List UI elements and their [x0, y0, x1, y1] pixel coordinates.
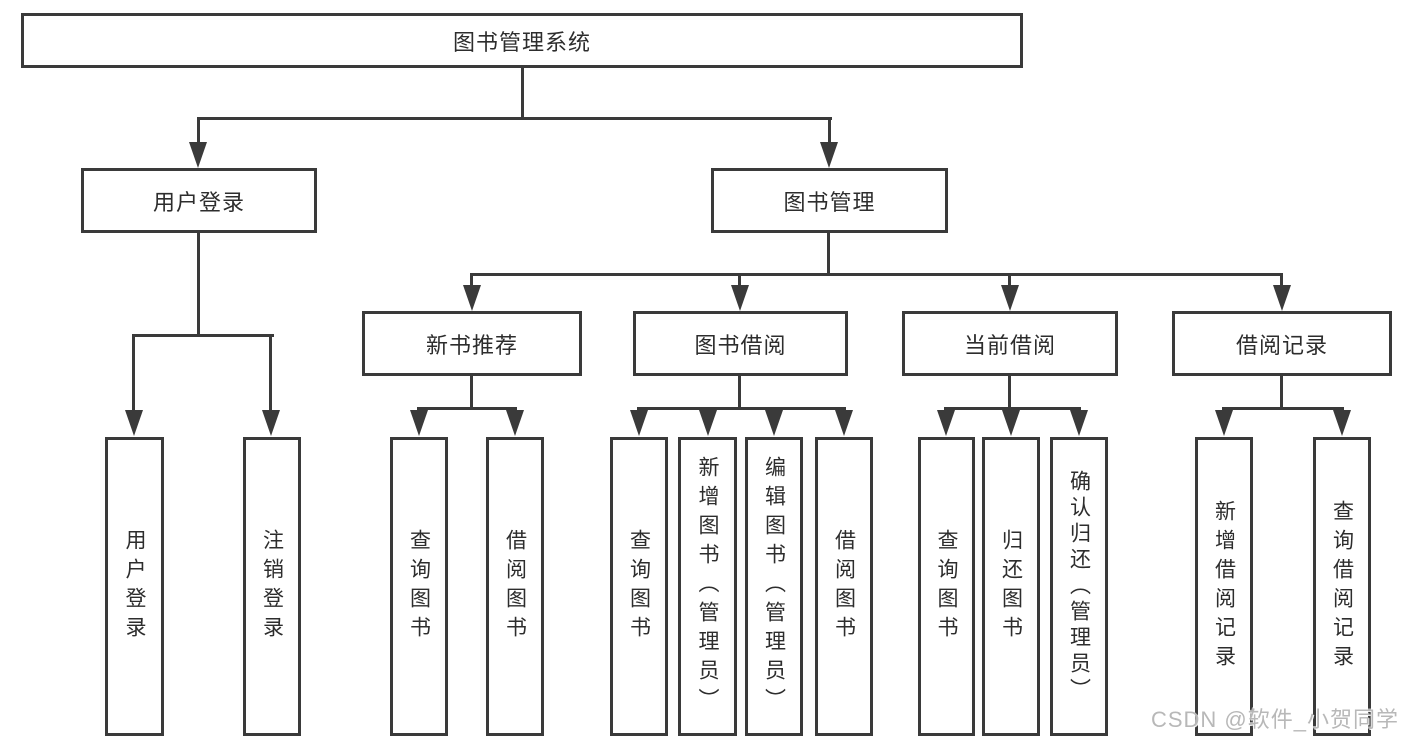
leaf-query-books-current: 查询图书 [918, 437, 975, 736]
node-book-management: 图书管理 [711, 168, 948, 233]
connector-newbooks-trunk [470, 374, 473, 410]
leaf-query-books-borrow: 查询图书 [610, 437, 668, 736]
connector-currentborrow-shaft [1008, 273, 1011, 287]
leaf-logout: 注销登录 [243, 437, 301, 736]
arrow-down-icon [506, 410, 524, 436]
leaf-label: 归还图书 [999, 528, 1023, 645]
arrow-down-icon [1333, 410, 1351, 436]
node-label: 图书借阅 [694, 332, 787, 358]
connector-newbooks-hbar [417, 407, 517, 410]
connector-bookborrow-hbar [637, 407, 846, 410]
node-book-borrowing: 图书借阅 [633, 311, 848, 376]
node-label: 用户登录 [152, 189, 245, 215]
node-library-management-system: 图书管理系统 [21, 13, 1023, 68]
arrow-down-icon [765, 410, 783, 436]
connector-bookborrow-trunk [738, 374, 741, 410]
connector-bookborrow-shaft [738, 273, 741, 287]
node-label: 图书管理系统 [452, 29, 591, 55]
arrow-down-icon [937, 410, 955, 436]
connector-currentborrow-trunk [1008, 374, 1011, 410]
connector-newbooks-shaft [470, 273, 473, 287]
arrow-down-icon [820, 142, 838, 168]
arrow-down-icon [262, 410, 280, 436]
connector-root-hbar [197, 117, 832, 120]
csdn-watermark: CSDN @软件_小贺同学 [1150, 707, 1399, 732]
arrow-down-icon [1215, 410, 1233, 436]
leaf-label: 确认归还（管理员） [1067, 469, 1091, 704]
arrow-down-icon [699, 410, 717, 436]
node-current-borrowing: 当前借阅 [902, 311, 1118, 376]
node-label: 借阅记录 [1235, 332, 1328, 358]
leaf-label: 用户登录 [123, 528, 146, 645]
node-user-login: 用户登录 [81, 168, 317, 233]
leaf-add-books-admin: 新增图书（管理员） [678, 437, 737, 736]
arrow-down-icon [1001, 285, 1019, 311]
leaf-label: 新增借阅记录 [1212, 499, 1236, 674]
leaf-confirm-return-admin: 确认归还（管理员） [1050, 437, 1108, 736]
connector-login-trunk [197, 230, 200, 337]
arrow-down-icon [125, 410, 143, 436]
arrow-down-icon [463, 285, 481, 311]
connector-records-hbar [1222, 407, 1344, 410]
arrow-down-icon [835, 410, 853, 436]
connector-records-shaft [1280, 273, 1283, 287]
connector-login-hbar [132, 334, 274, 337]
connector-book-mgmt-shaft [828, 117, 831, 144]
connector-mgmt-hbar [470, 273, 1283, 276]
connector-root-trunk [521, 65, 524, 120]
node-label: 新书推荐 [425, 332, 518, 358]
arrow-down-icon [189, 142, 207, 168]
leaf-edit-books-admin: 编辑图书（管理员） [745, 437, 803, 736]
connector-records-trunk [1280, 374, 1283, 410]
arrow-down-icon [1002, 410, 1020, 436]
node-borrowing-records: 借阅记录 [1172, 311, 1392, 376]
node-label: 图书管理 [783, 189, 876, 215]
leaf-label: 查询图书 [407, 528, 431, 645]
leaf-label: 借阅图书 [503, 528, 527, 645]
leaf-label: 查询图书 [935, 528, 958, 645]
leaf-label: 查询借阅记录 [1330, 499, 1354, 674]
leaf-borrow-books: 借阅图书 [815, 437, 873, 736]
leaf-label: 查询图书 [627, 528, 651, 645]
leaf-add-borrow-record: 新增借阅记录 [1195, 437, 1253, 736]
leaf-return-books: 归还图书 [982, 437, 1040, 736]
leaf-label: 新增图书（管理员） [696, 456, 719, 717]
connector-mgmt-trunk [827, 230, 830, 276]
connector-login-leaf1-shaft [132, 334, 135, 411]
connector-currentborrow-hbar [944, 407, 1081, 410]
arrow-down-icon [1273, 285, 1291, 311]
leaf-user-login: 用户登录 [105, 437, 164, 736]
arrow-down-icon [410, 410, 428, 436]
leaf-label: 注销登录 [260, 528, 284, 645]
arrow-down-icon [630, 410, 648, 436]
leaf-query-books-recommend: 查询图书 [390, 437, 448, 736]
leaf-borrow-books-recommend: 借阅图书 [486, 437, 544, 736]
node-new-book-recommendation: 新书推荐 [362, 311, 582, 376]
node-label: 当前借阅 [963, 332, 1056, 358]
arrow-down-icon [1070, 410, 1088, 436]
connector-user-login-shaft [197, 117, 200, 144]
arrow-down-icon [731, 285, 749, 311]
connector-login-leaf2-shaft [269, 334, 272, 411]
leaf-query-borrow-record: 查询借阅记录 [1313, 437, 1371, 736]
leaf-label: 借阅图书 [832, 528, 856, 645]
leaf-label: 编辑图书（管理员） [762, 456, 786, 717]
